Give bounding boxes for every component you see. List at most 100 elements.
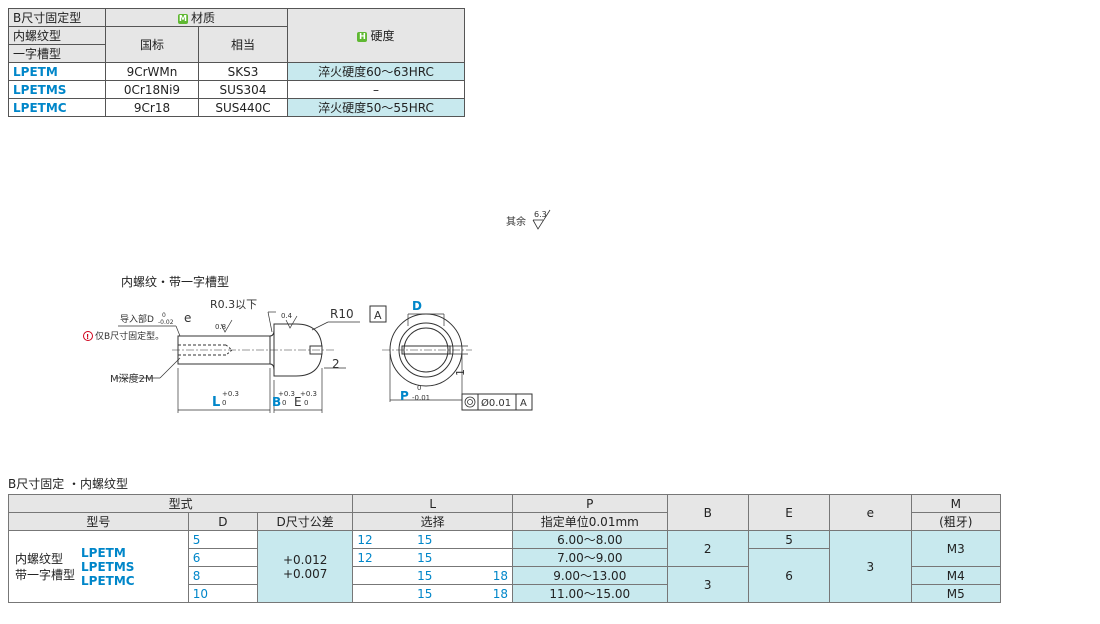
e-small-cell: 3	[829, 530, 912, 603]
l-cell: 12	[352, 530, 414, 549]
l-cell: 15	[413, 566, 473, 585]
header-p-unit: 指定单位0.01mm	[511, 512, 668, 531]
header-e: E	[747, 494, 831, 531]
b-cell: 3	[666, 566, 749, 603]
technical-drawing: 内螺纹・带一字槽型	[83, 274, 533, 413]
spec-table-section: B尺寸固定 ・内螺纹型 型式 L P B E e M 型号 D D尺寸公差 选择…	[7, 475, 1002, 603]
l-cell: 18	[472, 584, 513, 603]
model-lpetmc: LPETMC	[81, 573, 135, 588]
hardness-cell: –	[287, 80, 465, 99]
gb-cell: 0Cr18Ni9	[105, 80, 199, 99]
header-l: L	[352, 494, 513, 513]
datum-a-label: A	[374, 309, 382, 322]
svg-text:0.4: 0.4	[281, 312, 293, 320]
header-b: B	[666, 494, 749, 531]
hardness-cell: 淬火硬度60～63HRC	[287, 62, 465, 81]
svg-text:1: 1	[454, 369, 467, 376]
l-cell	[472, 530, 513, 549]
drawing-title: 内螺纹・带一字槽型	[121, 274, 229, 289]
pin-end-view	[369, 305, 533, 411]
header-guobiao: 国标	[105, 26, 199, 63]
header-slot: 一字槽型	[8, 44, 106, 63]
spec-table: 型式 L P B E e M 型号 D D尺寸公差 选择 指定单位0.01mm …	[7, 494, 1002, 603]
l-cell: 15	[413, 530, 473, 549]
svg-text:0: 0	[222, 399, 226, 407]
m-cell: M3	[910, 530, 1002, 567]
svg-text:0: 0	[282, 399, 286, 407]
svg-text:0: 0	[417, 384, 421, 392]
hardness-cell: 淬火硬度50～55HRC	[287, 98, 465, 117]
hardness-badge-icon: H	[357, 31, 368, 42]
table-row: LPETM 9CrWMn SKS3 淬火硬度60～63HRC	[8, 62, 465, 81]
guide-label: 导入部D	[120, 313, 154, 325]
header-xiangdang: 相当	[198, 26, 288, 63]
svg-text:0.8: 0.8	[215, 323, 226, 331]
roughness-note-value: 6.3	[534, 210, 547, 219]
table-row: LPETMS 0Cr18Ni9 SUS304 –	[8, 80, 465, 99]
p-cell: 11.00～15.00	[511, 584, 668, 603]
b-cell: 2	[666, 530, 749, 567]
d-cell: 5	[187, 530, 258, 549]
e-label: e	[184, 311, 191, 325]
l-cell: 12	[352, 548, 414, 567]
header-l-select: 选择	[352, 512, 513, 531]
m-cell: M5	[910, 584, 1002, 603]
svg-text:0: 0	[304, 399, 308, 407]
header-d-tol: D尺寸公差	[256, 512, 354, 531]
svg-text:+0.3: +0.3	[300, 390, 317, 398]
header-model: 型号	[8, 512, 189, 531]
l-cell: 18	[472, 566, 513, 585]
header-type-group: 型式	[7, 494, 354, 513]
d-label: D	[412, 299, 422, 313]
m-cell: M4	[910, 566, 1002, 585]
material-badge-icon: M	[177, 13, 188, 24]
roughness-note-text: 其余	[506, 215, 526, 228]
svg-text:-0.02: -0.02	[158, 319, 174, 326]
dim-2-label: 2	[332, 357, 340, 371]
pin-side-view	[172, 323, 334, 377]
svg-text:-0.01: -0.01	[412, 394, 430, 402]
m-depth-label: M深度2M	[110, 372, 154, 385]
eq-cell: SUS304	[198, 80, 288, 99]
warning-note: 仅B尺寸固定型。	[95, 330, 164, 342]
e-dim-label: E	[294, 395, 302, 409]
d-tol-cell: +0.012 +0.007	[256, 530, 354, 603]
header-e-small: e	[829, 494, 912, 531]
model-lpetm: LPETM	[81, 545, 126, 560]
header-b-fixed: B尺寸固定型	[8, 8, 106, 27]
spec-table-title: B尺寸固定 ・内螺纹型	[8, 477, 129, 491]
l-label: L	[212, 395, 220, 410]
concentricity-icon	[464, 396, 476, 408]
svg-text:+0.3: +0.3	[222, 390, 239, 398]
table-row: 内螺纹型 带一字槽型 LPETM LPETMS LPETMC 5 +0.012 …	[8, 530, 1002, 603]
table-row: 8 15 18 9.00～13.00 3 M4	[9, 566, 1002, 603]
l-cell	[352, 584, 414, 603]
table-row: LPETMC 9Cr18 SUS440C 淬火硬度50～55HRC	[8, 98, 465, 117]
e-cell: 5	[747, 530, 831, 549]
l-cell	[352, 566, 414, 585]
svg-text:A: A	[520, 398, 527, 409]
d-cell: 8	[187, 566, 258, 585]
model-cell: LPETMS	[8, 80, 106, 99]
header-d: D	[187, 512, 258, 531]
svg-text:+0.3: +0.3	[278, 390, 295, 398]
model-cell: LPETM	[8, 62, 106, 81]
header-m: M	[910, 494, 1002, 513]
l-cell	[472, 548, 513, 567]
warning-icon	[83, 331, 93, 341]
gb-cell: 9Cr18	[105, 98, 199, 117]
p-cell: 7.00～9.00	[511, 548, 668, 567]
svg-text:!: !	[86, 333, 89, 341]
header-p: P	[511, 494, 668, 513]
d-cell: 6	[187, 548, 258, 567]
roughness-symbol-icon	[532, 209, 551, 230]
eq-cell: SKS3	[198, 62, 288, 81]
l-cell: 15	[413, 548, 473, 567]
r03-label: R0.3以下	[210, 298, 257, 311]
p-cell: 9.00～13.00	[511, 566, 668, 585]
d-cell: 10	[187, 584, 258, 603]
model-group-cell: 内螺纹型 带一字槽型 LPETM LPETMS LPETMC	[8, 530, 189, 603]
